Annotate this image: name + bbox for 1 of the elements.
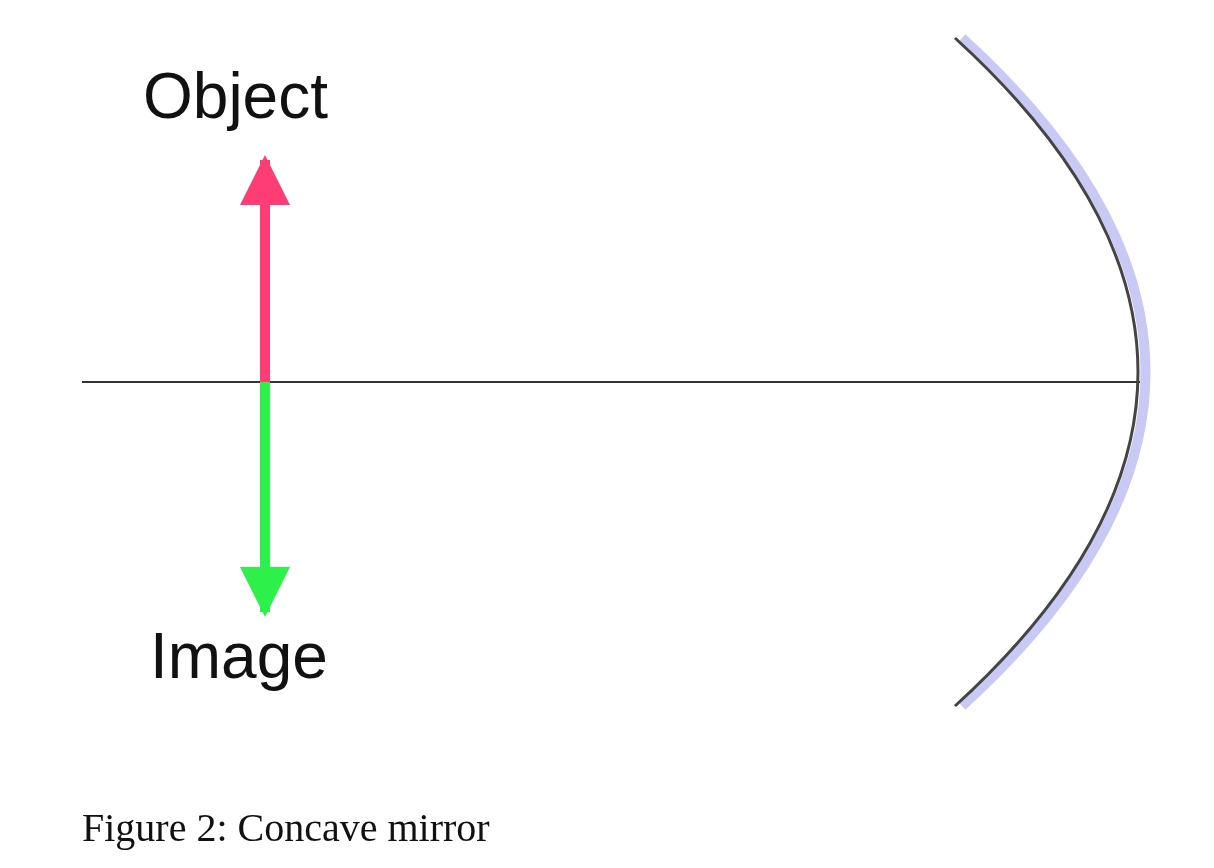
figure-caption: Figure 2: Concave mirror xyxy=(82,808,490,848)
